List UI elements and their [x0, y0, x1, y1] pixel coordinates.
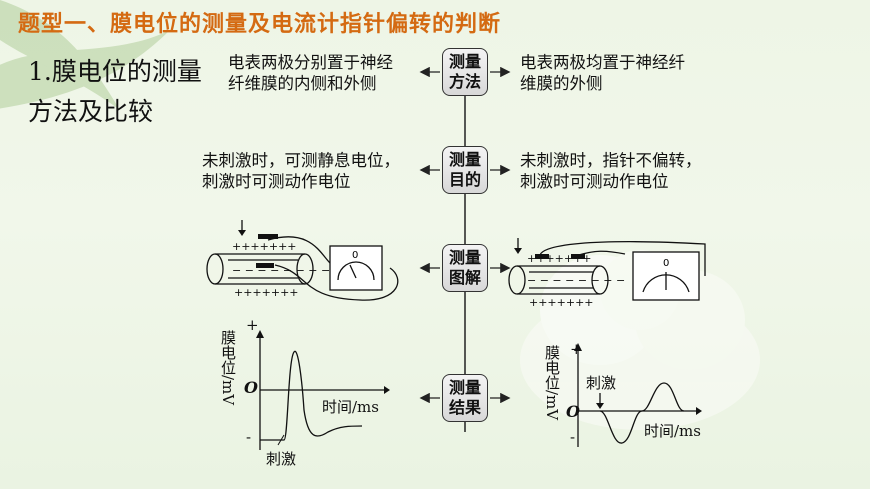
left-graph-xlabel: 时间/ms	[322, 398, 379, 416]
right-potential-graph	[574, 343, 702, 447]
right-method-text: 电表两极均置于神经纤维膜的外侧	[520, 53, 685, 93]
left-method-text: 电表两极分别置于神经纤维膜的内侧和外侧	[228, 53, 393, 93]
section-heading-continued: 方法及比较	[28, 97, 154, 126]
svg-text:+++++++: +++++++	[527, 252, 592, 265]
svg-text:+++++++: +++++++	[232, 240, 297, 253]
right-meter-zero: 0	[663, 258, 669, 269]
box-measure-result: 测量结果	[442, 374, 488, 422]
left-graph-origin: O	[244, 378, 258, 397]
right-graph-minus: -	[570, 428, 576, 446]
right-graph-stimulus: 刺激	[586, 374, 617, 392]
left-potential-graph	[256, 330, 390, 450]
svg-text:+++++++: +++++++	[234, 286, 299, 299]
left-graph-minus: -	[246, 428, 252, 446]
svg-text:+++++++: +++++++	[529, 296, 594, 309]
page-title: 题型一、膜电位的测量及电流计指针偏转的判断	[18, 12, 502, 37]
box-measure-purpose: 测量目的	[442, 146, 488, 194]
svg-text:− − − − − − − −: − − − − − − − −	[527, 274, 625, 287]
left-graph-plus: +	[246, 316, 259, 334]
section-heading: 1.膜电位的测量	[28, 57, 202, 86]
left-purpose-text: 未刺激时，可测静息电位，刺激时可测动作电位	[202, 151, 400, 191]
box-measure-diagram: 测量图解	[442, 244, 488, 292]
left-meter-zero: 0	[352, 250, 358, 261]
left-graph-stimulus: 刺激	[266, 450, 297, 468]
left-graph-ylabel: 膜电位/mV	[219, 330, 237, 406]
right-graph-plus: +	[570, 340, 583, 358]
right-nerve-diagram: +++++++ − − − − − − − − +++++++ 0	[508, 238, 706, 309]
right-purpose-text: 未刺激时，指针不偏转，刺激时可测动作电位	[520, 151, 702, 191]
box-measure-method: 测量方法	[442, 48, 488, 96]
svg-text:− − − − − − − −: − − − − − − − −	[232, 264, 330, 277]
right-graph-ylabel: 膜电位/mV	[543, 345, 561, 421]
left-nerve-diagram: +++++++ − − − − − − − − +++++++ 0	[206, 220, 399, 301]
right-graph-origin: O	[566, 402, 580, 421]
right-graph-xlabel: 时间/ms	[644, 422, 701, 440]
